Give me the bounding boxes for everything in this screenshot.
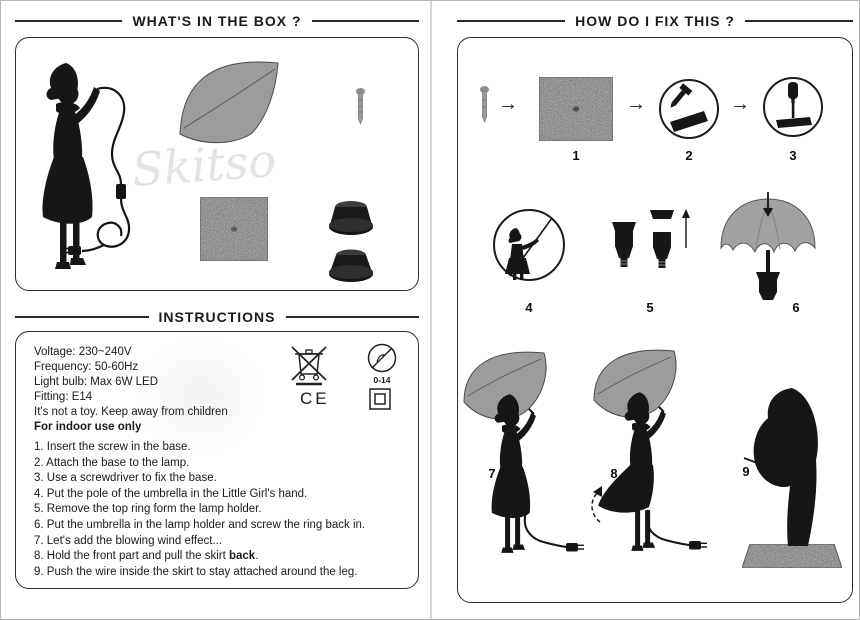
screw-part [356,88,365,125]
whats-in-box-header: WHAT'S IN THE BOX ? [15,11,419,31]
spec-indoor-only: For indoor use only [34,421,142,433]
instructions-title: INSTRUCTIONS [158,309,276,325]
spec-fitting: Fitting: E14 [34,391,93,403]
header-rule-left [15,20,123,22]
header-rule-right [311,20,419,22]
arrow-right-icon: → [498,93,518,115]
whats-in-box-title: WHAT'S IN THE BOX ? [132,13,302,29]
screw-icon-step1 [480,86,489,123]
cable-switch [116,184,126,199]
class-ii-icon [369,388,391,410]
spec-frequency: Frequency: 50-60Hz [34,361,139,373]
step-number-7: 7 [488,466,496,481]
arrow-right-icon: → [626,93,646,115]
header-rule-right [744,20,853,22]
box-contents-panel: Skitso [15,37,419,291]
instruction-step: 5. Remove the top ring form the lamp hol… [34,503,262,516]
step-number-6: 6 [792,300,800,315]
header-rule-right [285,316,419,318]
arrow-down-icon [763,208,773,217]
step-number-8: 8 [610,466,618,481]
center-fold-line [430,1,432,619]
wind-direction-dashed-arrow [591,490,601,523]
header-rule-left [15,316,149,318]
instruction-step: 2. Attach the base to the lamp. [34,456,190,469]
umbrella-canopy-part [179,61,279,144]
specs-block: Voltage: 230~240V Frequency: 50-60Hz Lig… [34,345,228,435]
little-girl-with-cable-illustration [42,63,131,269]
age-restriction-icon: 0-14 [362,342,402,385]
spec-voltage: Voltage: 230~240V [34,346,132,358]
arrow-right-icon: → [730,93,750,115]
plug-icon [689,541,701,550]
lamp-base-part [199,196,269,262]
spec-toy-warning: It's not a toy. Keep away from children [34,406,228,418]
instruction-step: 9. Push the wire inside the skirt to sta… [34,565,358,578]
step-number-2: 2 [685,148,693,163]
assembled-lamp-step7 [463,351,584,553]
arrow-right-icon [757,459,767,469]
how-do-i-fix-title: HOW DO I FIX THIS ? [575,13,735,29]
age-range-label: 0-14 [373,375,391,385]
base-with-screw-step1 [538,76,614,142]
step-number-9: 9 [742,464,750,479]
instruction-step: 8. Hold the front part and pull the skir… [34,550,259,563]
umbrella-into-holder-step6 [720,192,816,300]
instruction-step: 7. Let's add the blowing wind effect... [34,534,223,547]
step-number-1: 1 [572,148,580,163]
lamp-wind-effect-step8 [591,349,707,551]
instruction-step: 3. Use a screwdriver to fix the base. [34,472,217,485]
step-number-5: 5 [646,300,654,315]
header-rule-left [457,20,566,22]
instruction-step: 6. Put the umbrella in the lamp holder a… [34,518,366,531]
step-number-3: 3 [789,148,797,163]
instructions-header: INSTRUCTIONS [15,307,419,327]
ce-mark: CE [300,389,330,408]
plug-icon [68,246,81,255]
step-number-4: 4 [525,300,533,315]
instructions-panel: Voltage: 230~240V Frequency: 50-60Hz Lig… [15,331,419,589]
lamp-holder-rings-part [329,201,373,282]
age-circle-slash-icon [367,343,397,373]
assembly-steps-panel: → 1 → 2 → 3 [457,37,853,603]
spec-bulb: Light bulb: Max 6W LED [34,376,159,388]
attach-base-detail-step2 [659,79,719,139]
instruction-steps: 1. Insert the screw in the base. 2. Attac… [34,440,414,580]
wire-tuck-closeup-step9 [741,388,843,569]
how-do-i-fix-header: HOW DO I FIX THIS ? [457,11,853,31]
instruction-step: 4. Put the pole of the umbrella in the L… [34,487,308,500]
weee-bin-icon [291,346,327,386]
arrow-up-icon [682,209,690,218]
lamp-holder-rings-step5 [611,209,690,268]
screwdriver-detail-step3 [763,77,823,137]
instruction-step: 1. Insert the screw in the base. [34,441,191,453]
girl-holds-pole-detail-step4 [493,209,565,281]
plug-icon [566,543,578,552]
